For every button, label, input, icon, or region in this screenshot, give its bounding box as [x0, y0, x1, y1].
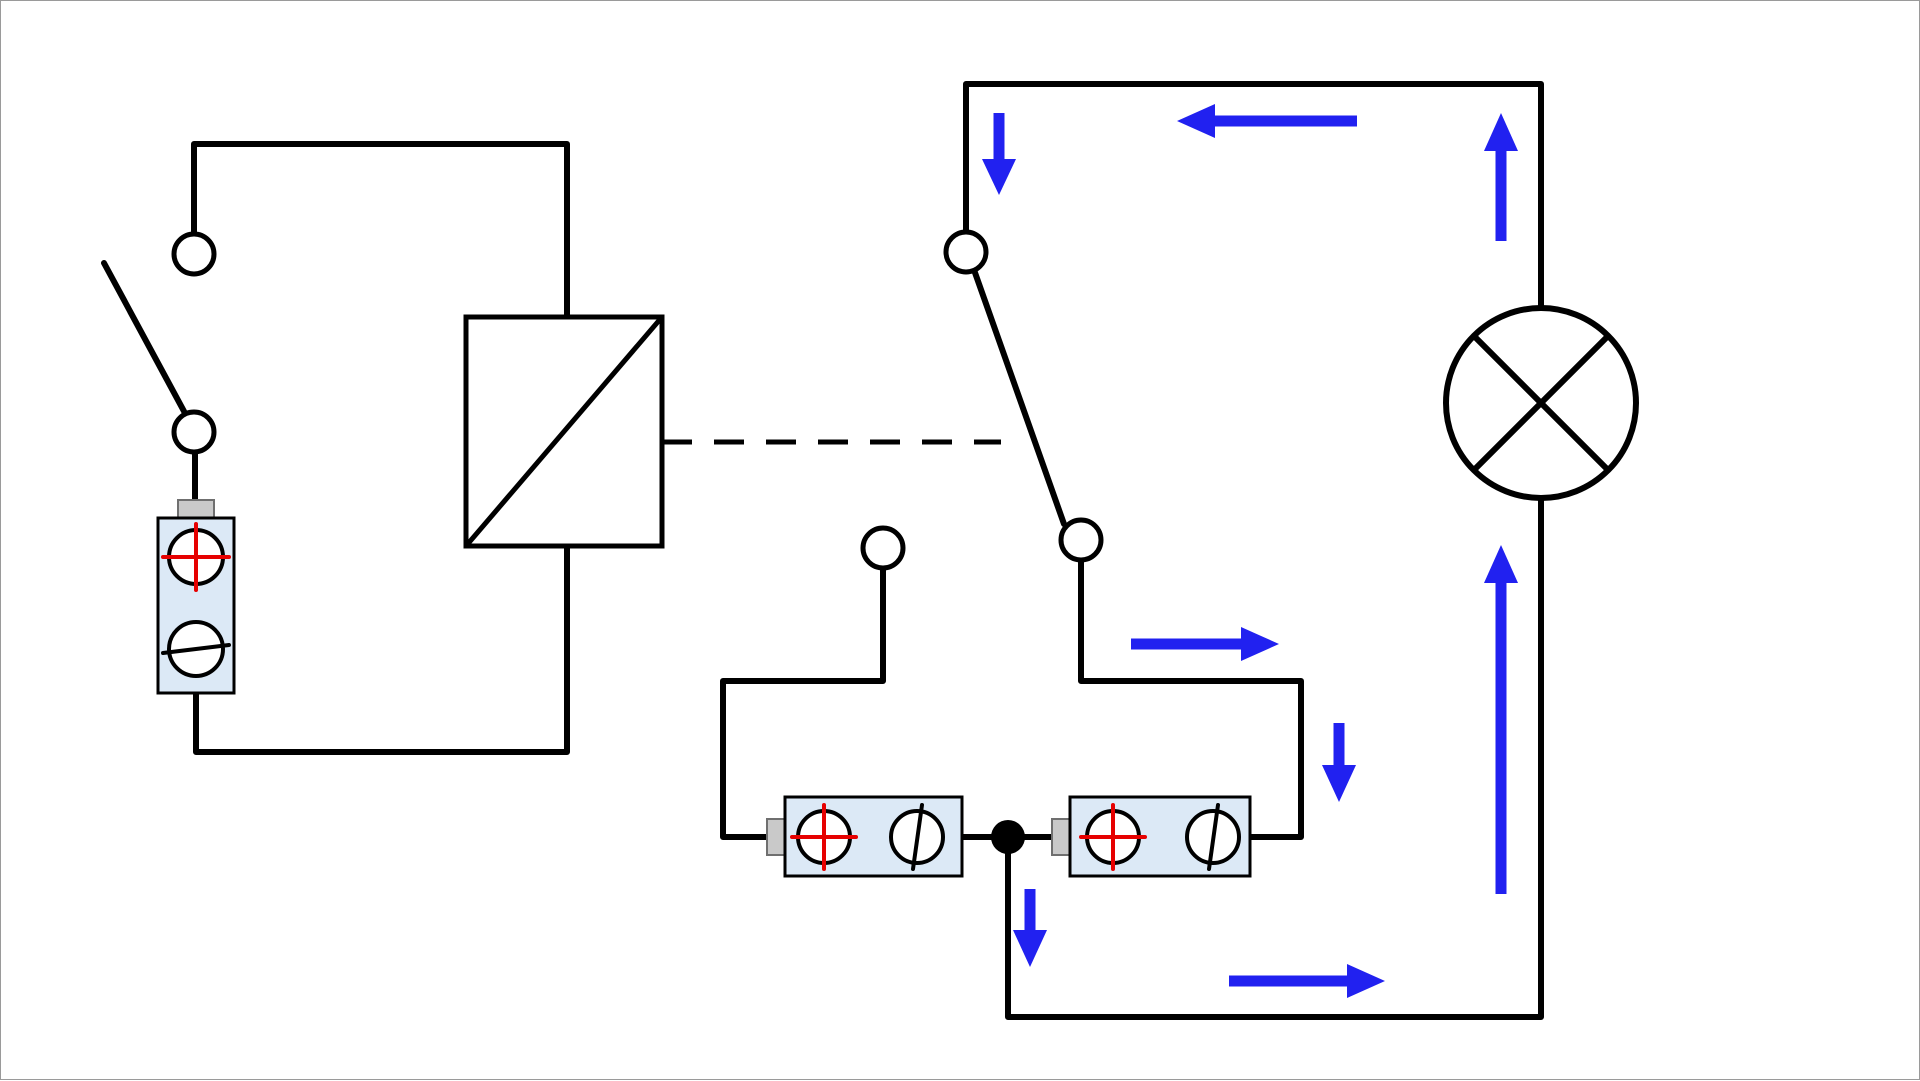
changeover-right-contact [1058, 517, 1104, 563]
control-switch-blade [101, 260, 189, 418]
arrow-right-along-bottom [1229, 964, 1385, 998]
current-arrows [982, 104, 1518, 998]
relay-coil [463, 314, 665, 549]
arrow-up-right-side-long [1484, 545, 1518, 894]
cell1-tab [766, 818, 786, 856]
relay-box-diagonal [463, 314, 665, 549]
changeover-left-contact [860, 525, 906, 571]
right-contact-wire [1078, 557, 1304, 840]
arrow-down-from-junction [1013, 889, 1047, 967]
load-circuit [720, 81, 1639, 1020]
control-battery [156, 499, 236, 695]
changeover-switch-blade [970, 264, 1067, 527]
cell1-minus-sign [911, 803, 924, 871]
arrow-up-top-right [1484, 113, 1518, 241]
cell2-tab [1051, 818, 1071, 856]
center-tap-junction [991, 820, 1025, 854]
control-switch-upper-terminal [171, 231, 217, 277]
left-contact-wire [720, 565, 886, 840]
arrow-down-into-switch-top [982, 113, 1016, 195]
arrow-down-to-battery-right [1322, 723, 1356, 802]
changeover-top-terminal [943, 229, 989, 275]
cell2-minus-sign [1207, 803, 1220, 871]
control-top-wire [191, 141, 570, 320]
control-bottom-wire [193, 543, 570, 755]
arrow-left-along-top-wire [1177, 104, 1357, 138]
lamp [1443, 305, 1639, 501]
lamp-x-diagonal-2 [1471, 333, 1611, 473]
control-battery-tab [177, 499, 215, 519]
load-battery-cell-1 [766, 795, 964, 878]
load-top-wire [963, 81, 1544, 311]
load-battery-cell-2 [1051, 795, 1252, 878]
load-bottom-wire [1005, 495, 1544, 1020]
minus-sign [161, 643, 231, 655]
control-switch-lower-terminal [171, 409, 217, 455]
arrow-right-from-switch-contact [1131, 627, 1279, 661]
control-circuit [101, 141, 1001, 755]
